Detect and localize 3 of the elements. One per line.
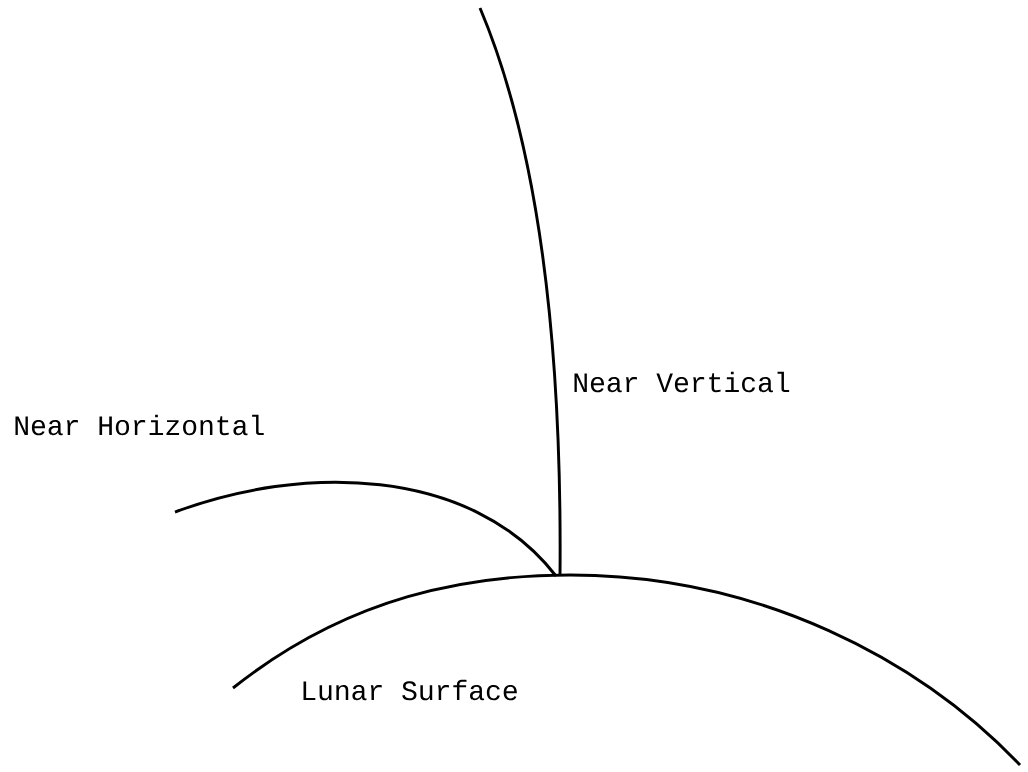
curve-label: Near Horizontal [15,414,264,436]
curve-label: Lunar Surface [303,679,517,701]
curve-label: Near Vertical [574,371,790,393]
